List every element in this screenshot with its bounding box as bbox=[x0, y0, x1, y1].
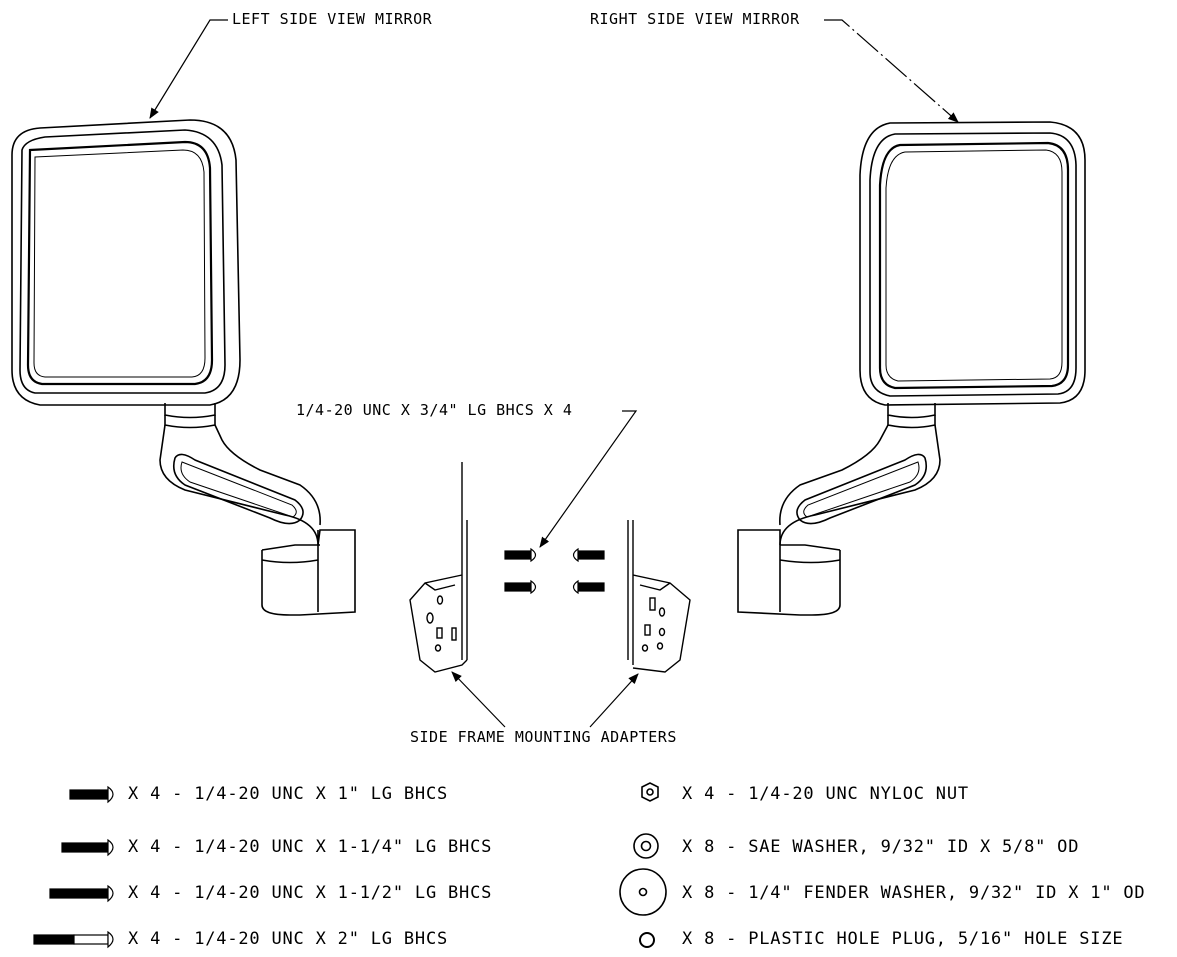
adapters-label: SIDE FRAME MOUNTING ADAPTERS bbox=[410, 728, 677, 746]
bolt-2in-icon bbox=[33, 930, 114, 949]
left-mirror-leader bbox=[149, 19, 228, 119]
center-bolt bbox=[504, 547, 537, 563]
hardware-item-fender-washer: X 8 - 1/4" FENDER WASHER, 9/32" ID X 1" … bbox=[682, 883, 1146, 903]
center-bolt bbox=[504, 579, 537, 595]
right-mirror-label: RIGHT SIDE VIEW MIRROR bbox=[590, 10, 800, 28]
left-mirror-label: LEFT SIDE VIEW MIRROR bbox=[232, 10, 433, 28]
hole-plug-icon bbox=[639, 932, 655, 948]
hardware-item-nyloc-nut: X 4 - 1/4-20 UNC NYLOC NUT bbox=[682, 784, 969, 804]
bolt-1-25in-icon bbox=[61, 838, 114, 857]
hardware-item-bolt-1-5in: X 4 - 1/4-20 UNC X 1-1/2" LG BHCS bbox=[128, 883, 493, 903]
bolt-1in-icon bbox=[69, 785, 114, 804]
hardware-item-bolt-1-25in: X 4 - 1/4-20 UNC X 1-1/4" LG BHCS bbox=[128, 837, 493, 857]
bolts-leader bbox=[539, 410, 638, 548]
hardware-item-bolt-2in: X 4 - 1/4-20 UNC X 2" LG BHCS bbox=[128, 929, 449, 949]
adapters-leader-right bbox=[589, 673, 639, 728]
center-bolt bbox=[572, 547, 605, 563]
hardware-item-bolt-1in: X 4 - 1/4-20 UNC X 1" LG BHCS bbox=[128, 784, 449, 804]
center-bolt bbox=[572, 579, 605, 595]
left-mirror bbox=[11, 119, 356, 616]
left-adapter bbox=[409, 462, 468, 673]
right-mirror-leader bbox=[824, 19, 959, 123]
right-adapter bbox=[627, 520, 691, 673]
right-mirror bbox=[737, 121, 1086, 616]
sae-washer-icon bbox=[633, 833, 659, 859]
hardware-item-sae-washer: X 8 - SAE WASHER, 9/32" ID X 5/8" OD bbox=[682, 837, 1080, 857]
fender-washer-icon bbox=[619, 868, 667, 916]
center-bolts bbox=[504, 547, 605, 595]
nyloc-nut-icon bbox=[641, 782, 659, 802]
hardware-item-hole-plug: X 8 - PLASTIC HOLE PLUG, 5/16" HOLE SIZE bbox=[682, 929, 1124, 949]
adapters-leader-left bbox=[451, 671, 506, 728]
bolts-callout-label: 1/4-20 UNC X 3/4" LG BHCS X 4 bbox=[296, 401, 573, 419]
bolt-1-5in-icon bbox=[49, 884, 114, 903]
